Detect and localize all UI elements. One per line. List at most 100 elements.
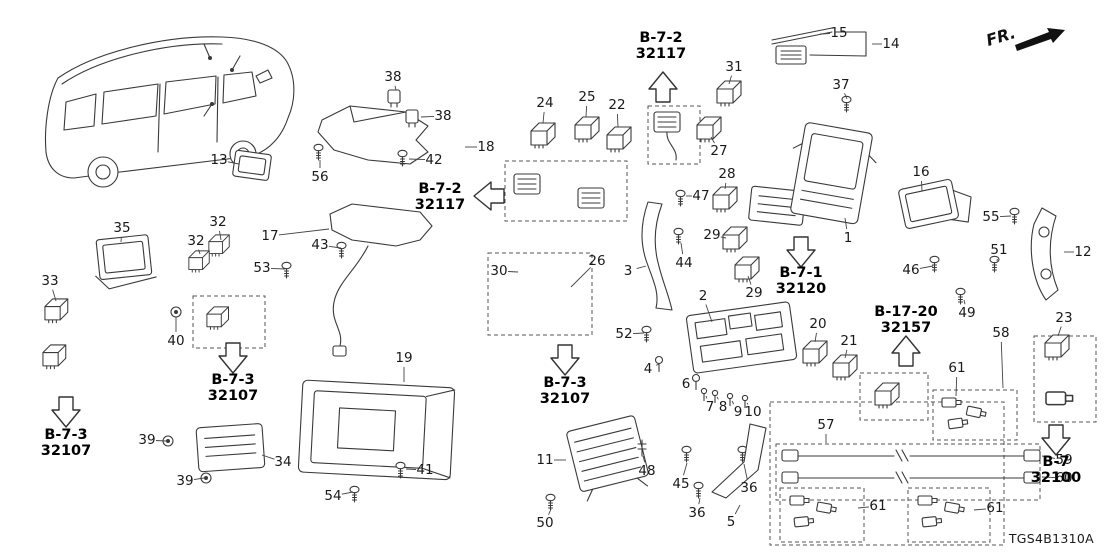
leader-line-32: [198, 249, 201, 255]
callout-39: 39: [176, 473, 194, 489]
leader-line-41: [405, 468, 417, 470]
vehicle-illustration: [45, 36, 295, 188]
leader-line-34: [261, 454, 275, 460]
callout-54: 54: [324, 488, 342, 504]
callout-51: 51: [990, 242, 1008, 258]
callout-9: 9: [733, 404, 743, 420]
leader-line-6: [694, 380, 698, 383]
leader-line-23: [1057, 326, 1062, 337]
callout-48: 48: [638, 463, 656, 479]
callout-8: 8: [718, 399, 728, 415]
callout-32: 32: [209, 214, 227, 230]
callout-36: 36: [688, 505, 706, 521]
callout-47: 47: [692, 188, 710, 204]
leader-line-36: [698, 497, 701, 505]
leader-line-38: [420, 115, 435, 118]
leader-line-61: [973, 508, 987, 511]
reference-arrow-up: [648, 71, 678, 103]
callout-31: 31: [725, 59, 743, 75]
leader-line-55: [999, 215, 1012, 218]
callout-59: 59: [1055, 452, 1073, 468]
leader-line-9: [731, 400, 735, 405]
callout-1: 1: [843, 230, 853, 246]
leader-line-46: [919, 265, 934, 269]
callout-29: 29: [703, 227, 721, 243]
leader-line-52: [632, 332, 645, 335]
leader-line-8: [716, 396, 719, 400]
callout-35: 35: [113, 220, 131, 236]
callout-39: 39: [138, 432, 156, 448]
callout-21: 21: [840, 333, 858, 349]
callout-55: 55: [982, 209, 1000, 225]
callout-11: 11: [536, 452, 554, 468]
leader-line-43: [328, 245, 342, 249]
callout-14: 14: [882, 36, 900, 52]
callout-38: 38: [384, 69, 402, 85]
callout-45: 45: [672, 476, 690, 492]
callout-28: 28: [718, 166, 736, 182]
callout-37: 37: [832, 77, 850, 93]
reference-arrow-up: [891, 335, 921, 367]
leader-line-33: [52, 289, 57, 302]
callout-2: 2: [698, 288, 708, 304]
leader-line-7: [705, 395, 708, 399]
leader-line-13: [227, 161, 240, 165]
component-illustrations: [42, 27, 1074, 528]
callout-10: 10: [744, 404, 762, 420]
leader-line-61: [857, 506, 870, 509]
callout-12: 12: [1074, 244, 1092, 260]
callout-24: 24: [536, 95, 554, 111]
callout-6: 6: [681, 376, 691, 392]
leader-line-39: [193, 477, 205, 481]
callout-13: 13: [210, 152, 228, 168]
callout-23: 23: [1055, 310, 1073, 326]
leader-line-49: [963, 299, 966, 305]
leader-line-21: [844, 349, 848, 359]
callout-56: 56: [311, 169, 329, 185]
leader-line-2: [705, 304, 713, 323]
callout-5: 5: [726, 514, 736, 530]
leader-line-38: [394, 85, 397, 91]
callout-41: 41: [416, 462, 434, 478]
leader-line-22: [616, 113, 619, 128]
callout-34: 34: [274, 454, 292, 470]
callout-43: 43: [311, 237, 329, 253]
leader-line-31: [728, 75, 732, 85]
leader-line-26: [570, 267, 591, 288]
leader-line-29: [720, 236, 727, 239]
callout-36: 36: [740, 480, 758, 496]
callout-38: 38: [434, 108, 452, 124]
callout-42: 42: [425, 152, 443, 168]
leader-line-36: [743, 463, 748, 480]
leader-line-37: [844, 93, 848, 100]
leader-line-60: [1041, 476, 1056, 479]
callout-22: 22: [608, 97, 626, 113]
leader-line-59: [1041, 455, 1056, 459]
callout-60: 60: [1055, 470, 1073, 486]
callout-40: 40: [167, 333, 185, 349]
callout-49: 49: [958, 305, 976, 321]
leader-line-29: [747, 275, 752, 285]
leader-line-16: [921, 180, 923, 192]
callout-30: 30: [490, 263, 508, 279]
leader-line-4: [656, 363, 660, 366]
leader-line-17: [278, 228, 330, 236]
leader-line-54: [341, 491, 354, 495]
fr-arrow: [1015, 28, 1065, 51]
callout-20: 20: [809, 316, 827, 332]
leader-line-30: [507, 271, 519, 273]
callout-46: 46: [902, 262, 920, 278]
callout-16: 16: [912, 164, 930, 180]
callout-4: 4: [643, 361, 653, 377]
leader-line-42: [408, 158, 426, 161]
callout-58: 58: [992, 325, 1010, 341]
callout-15: 15: [830, 25, 848, 41]
